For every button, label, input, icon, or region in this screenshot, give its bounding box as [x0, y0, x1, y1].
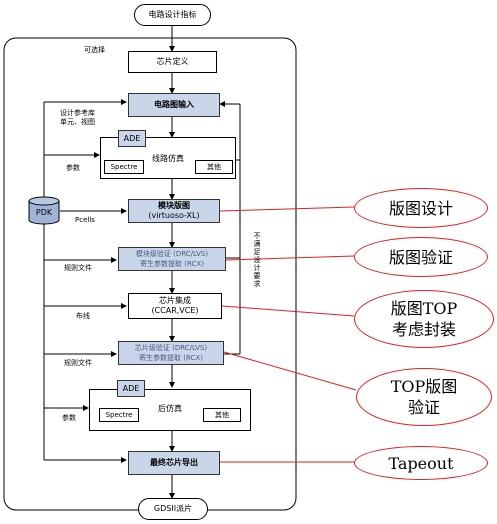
end-node-label: GDSII派片	[153, 504, 193, 513]
ref-lib-line2: 单元、视图	[60, 118, 95, 126]
ade-box-1: ADE	[118, 130, 146, 147]
pdk-label: PDK	[35, 208, 53, 217]
chip-define-box: 芯片定义	[128, 51, 217, 73]
other-label-2: 其他	[215, 411, 229, 419]
ref-lib-line1: 设计参考库	[60, 109, 95, 117]
chip-define-label: 芯片定义	[156, 57, 189, 66]
start-node: 电路设计指标	[134, 4, 211, 26]
wiring-label: 布线	[76, 312, 90, 320]
sim-label-1: 线路仿真	[152, 154, 184, 163]
callout-top-verify-line1: TOP版图	[390, 377, 458, 396]
params-label-2: 参数	[62, 414, 76, 422]
other-box-1: 其他	[195, 160, 233, 174]
spectre-box-2: Spectre	[99, 408, 139, 422]
ade-box-2: ADE	[117, 380, 145, 397]
callout-layout-verify-label: 版图验证	[388, 247, 453, 267]
spectre-label-1: Spectre	[110, 163, 138, 171]
block-verify-box: 模块级验证 (DRC/LVS) 寄生参数提取 (RCX)	[118, 247, 226, 271]
other-label-1: 其他	[207, 163, 221, 171]
integ-line2: (CCAR,VCE)	[151, 306, 199, 315]
callout-layout-design: 版图设计	[354, 188, 488, 228]
other-box-2: 其他	[203, 408, 241, 422]
pdk-database-icon: PDK	[28, 196, 60, 226]
spectre-label-2: Spectre	[105, 411, 133, 419]
schematic-box: 电路图输入	[128, 93, 220, 117]
final-export-label: 最终芯片导出	[150, 458, 198, 467]
optional-label: 可选择	[84, 46, 105, 54]
not-met-label: 不 满 足 设 计 要 求	[253, 232, 261, 288]
callout-top-package-line1: 版图TOP	[390, 299, 458, 318]
chip-verify-box: 芯片级验证 (DRC/LVS) 寄生参数提取 (RCX)	[118, 341, 224, 365]
integ-line1: 芯片集成	[158, 296, 191, 305]
callout-top-verify-line2: 验证	[407, 398, 440, 417]
chip-integration-box: 芯片集成 (CCAR,VCE)	[128, 293, 222, 319]
ref-lib-label: 设计参考库 单元、视图	[60, 109, 95, 127]
layout-box: 模块版图 (virtuoso-XL)	[128, 199, 220, 223]
block-verify-line1: 模块级验证 (DRC/LVS)	[135, 250, 209, 258]
pcells-label: Pcells	[75, 216, 95, 224]
callout-layout-verify: 版图验证	[354, 237, 488, 277]
rules-label-2: 规则文件	[64, 359, 92, 367]
callout-tapeout-label: Tapeout	[388, 453, 454, 473]
callout-tapeout: Tapeout	[354, 446, 488, 480]
end-node: GDSII派片	[138, 498, 208, 520]
callout-top-verify: TOP版图 验证	[356, 368, 492, 426]
chip-verify-line1: 芯片级验证 (DRC/LVS)	[134, 344, 208, 352]
start-node-label: 电路设计指标	[148, 10, 197, 19]
chip-verify-line2: 寄生参数提取 (RCX)	[139, 354, 203, 362]
block-verify-line2: 寄生参数提取 (RCX)	[140, 260, 204, 268]
cylinder-icon	[28, 196, 60, 225]
callout-top-package-line2: 考虑封装	[391, 320, 456, 339]
ade-label-2: ADE	[122, 383, 140, 393]
rules-label-1: 规则文件	[64, 264, 92, 272]
layout-line2: (virtuoso-XL)	[148, 211, 200, 220]
callout-layout-design-label: 版图设计	[388, 198, 453, 218]
final-export-box: 最终芯片导出	[128, 451, 220, 475]
params-label-1: 参数	[66, 164, 80, 172]
layout-line1: 模块版图	[157, 201, 190, 210]
spectre-box-1: Spectre	[104, 160, 144, 174]
post-sim-label: 后仿真	[158, 404, 182, 413]
callout-top-package: 版图TOP 考虑封装	[354, 290, 494, 348]
schematic-label: 电路图输入	[154, 100, 194, 109]
ade-label-1: ADE	[123, 133, 141, 143]
